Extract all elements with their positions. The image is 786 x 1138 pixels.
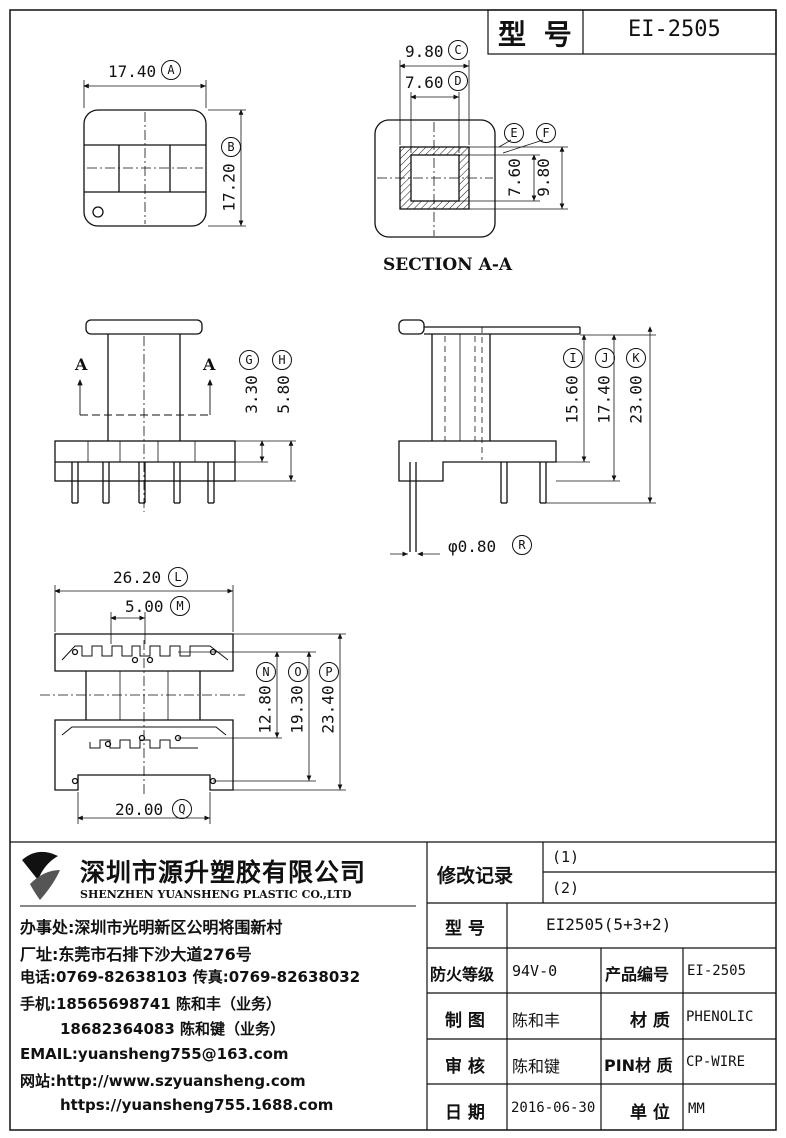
info-table [10,841,776,1130]
dim-c-value: 9.80 [405,42,444,61]
dim-p-value: 23.40 [318,685,338,734]
company-website-1: 网站:http://www.szyuansheng.com [20,1072,306,1090]
pin-diameter-value: φ0.80 [448,537,497,556]
revision-label: 修改记录 [437,865,514,887]
company-mobile-2: 18682364083 陈和键（业务） [60,1020,286,1038]
company-name-en: SHENZHEN YUANSHENG PLASTIC CO.,LTD [80,888,352,901]
spec-date-value: 2016-06-30 [511,1100,596,1116]
spec-pin-value: CP-WIRE [686,1054,746,1070]
dim-e-value: 7.60 [504,158,524,197]
spec-drawn-value: 陈和丰 [512,1011,561,1030]
spec-fire-value: 94V-0 [512,962,558,980]
revision-1: (1) [552,848,580,866]
drawing-frame [9,9,777,1131]
dim-b-tag: B [221,137,241,157]
dim-o-value: 19.30 [287,685,307,734]
bottom-view [40,585,346,824]
top-view [83,80,246,227]
dim-h-value: 5.80 [273,375,293,414]
dim-d-value: 7.60 [405,73,444,92]
dim-i-tag: I [563,348,583,368]
spec-pin-label: PIN材 质 [604,1056,673,1075]
dim-l-tag: L [168,567,188,587]
dim-i-value: 15.60 [562,375,582,424]
dim-c-tag: C [448,40,468,60]
company-factory: 厂址:东莞市石排下沙大道276号 [20,945,252,964]
company-website-2: https://yuansheng755.1688.com [60,1096,334,1114]
title-model-value: EI-2505 [628,17,721,42]
front-view [54,319,296,512]
spec-material-value: PHENOLIC [686,1009,754,1025]
revision-2: (2) [552,879,580,897]
dim-o-tag: O [288,662,308,682]
spec-checked-label: 审 核 [445,1057,485,1077]
company-email: EMAIL:yuansheng755@163.com [20,1045,289,1063]
dim-n-tag: N [256,662,276,682]
spec-unit-value: MM [688,1101,705,1117]
dim-a-tag: A [161,60,181,80]
dim-j-tag: J [595,348,615,368]
dim-j-value: 17.40 [594,375,614,424]
dim-f-value: 9.80 [533,158,553,197]
company-name-cn: 深圳市源升塑胶有限公司 [80,858,367,887]
dim-m-value: 5.00 [125,597,164,616]
spec-material-label: 材 质 [630,1011,670,1031]
dim-p-tag: P [319,662,339,682]
arrow-a-left-label: A [75,355,88,374]
spec-model-value: EI2505(5+3+2) [546,915,672,934]
arrow-a-right-label: A [203,355,216,374]
spec-model-label: 型 号 [445,919,485,939]
dim-l-value: 26.20 [113,568,162,587]
dim-g-value: 3.30 [241,375,261,414]
section-view [374,60,568,238]
title-block [487,9,777,55]
tag-e: E [504,123,524,143]
dim-q-value: 20.00 [115,800,164,819]
spec-drawn-label: 制 图 [445,1011,485,1031]
company-mobile-1: 手机:18565698741 陈和丰（业务） [20,995,282,1013]
dim-q-tag: Q [172,799,192,819]
dim-h-tag: H [272,350,292,370]
dim-d-tag: D [448,71,468,91]
dim-k-value: 23.00 [626,375,646,424]
dim-m-tag: M [170,596,190,616]
spec-date-label: 日 期 [445,1103,485,1123]
spec-checked-value: 陈和键 [512,1057,561,1076]
dim-a-value: 17.40 [108,62,157,81]
spec-fire-label: 防火等级 [430,965,495,984]
pin-diameter-tag: R [512,535,532,555]
tag-f: F [536,123,556,143]
dim-g-tag: G [239,350,259,370]
spec-unit-label: 单 位 [630,1103,670,1123]
dim-k-tag: K [626,348,646,368]
section-caption: SECTION A-A [383,255,513,275]
title-model-label: 型 号 [498,18,576,51]
spec-product-label: 产品编号 [605,965,670,984]
dim-n-value: 12.80 [255,685,275,734]
company-logo [22,851,60,900]
spec-product-value: EI-2505 [687,963,747,979]
company-office: 办事处:深圳市光明新区公明将围新村 [20,918,283,937]
company-phone: 电话:0769-82638103 传真:0769-82638032 [20,968,361,986]
dim-b-value: 17.20 [219,163,239,212]
side-view [390,319,656,557]
